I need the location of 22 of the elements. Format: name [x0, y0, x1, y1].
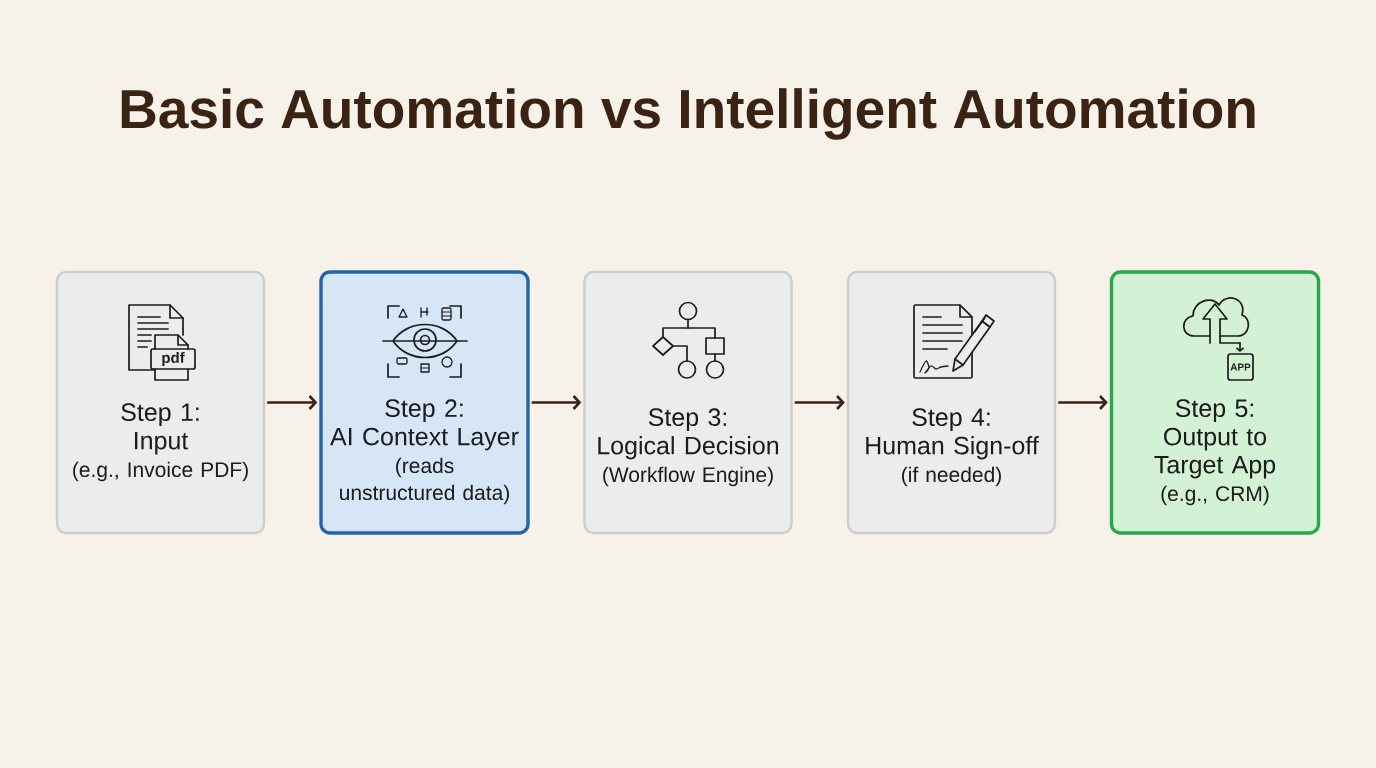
step-description: (e.g., Invoice PDF) [73, 461, 248, 482]
step-title: AI Context Layer [330, 427, 519, 451]
title: Basic Automation vs Intelligent Automation [121, 88, 1255, 140]
arrow [794, 395, 845, 410]
step-title: Output to Target App [1154, 427, 1276, 479]
step-label: Step 5: [1175, 399, 1253, 422]
arrow [1058, 395, 1108, 410]
arrow [267, 395, 318, 410]
file-type-label: pdf [162, 352, 185, 366]
arrow [531, 395, 582, 410]
step-description: (reads unstructured data) [340, 457, 509, 505]
app-label: APP [1230, 363, 1251, 371]
step-title: Logical Decision [598, 436, 779, 460]
step-description: (e.g., CRM) [1161, 485, 1269, 506]
step-label: Step 3: [648, 408, 726, 431]
step-description: (if needed) [902, 466, 1001, 487]
step-title: Human Sign-off [866, 436, 1039, 460]
step-description: (Workflow Engine) [603, 466, 773, 487]
step-label: Step 4: [912, 408, 990, 431]
step-label: Step 2: [385, 399, 463, 422]
step-title: Input [135, 432, 189, 455]
step-label: Step 1: [121, 403, 199, 426]
